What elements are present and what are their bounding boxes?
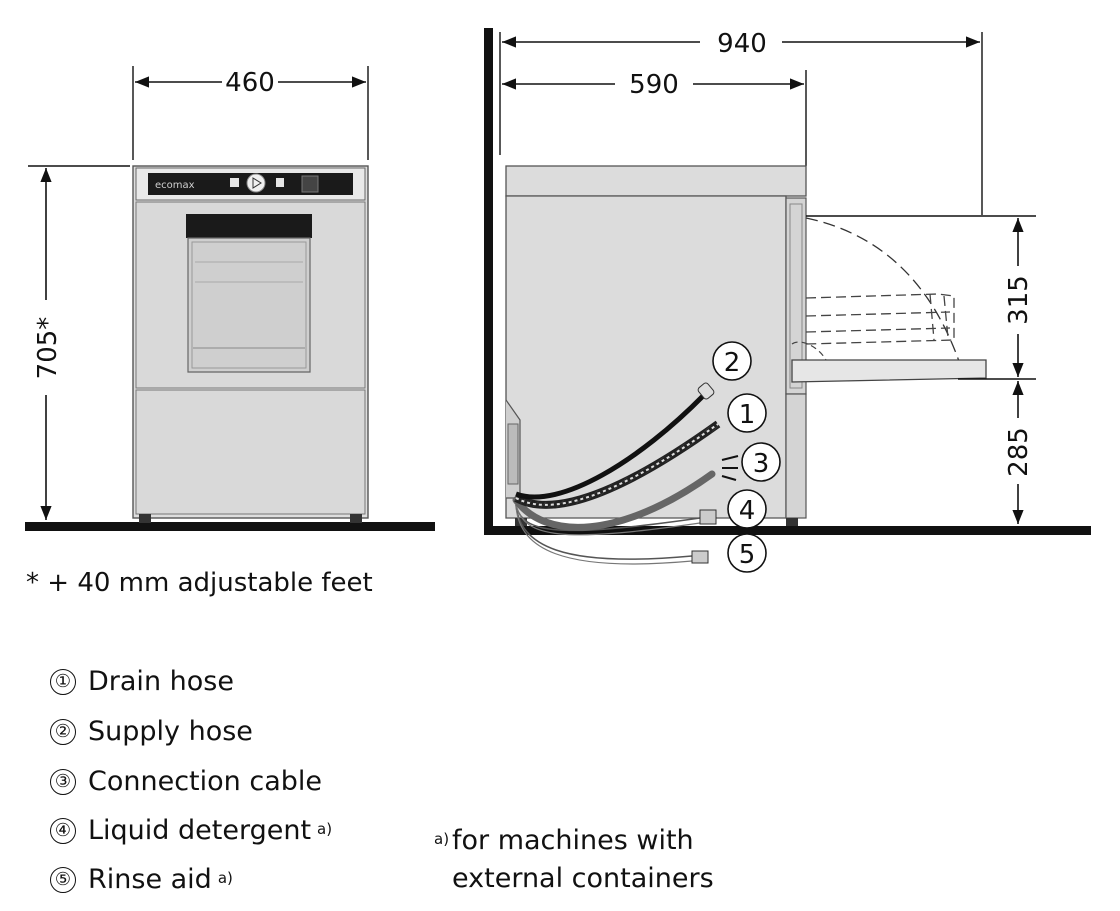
svg-text:5: 5 bbox=[739, 540, 756, 570]
feet-note: * + 40 mm adjustable feet bbox=[26, 568, 373, 598]
footnote-line-2: external containers bbox=[452, 863, 714, 894]
front-panel-button bbox=[230, 178, 239, 187]
side-top-cover bbox=[505, 165, 807, 197]
detergent-connector bbox=[699, 509, 717, 525]
front-view: 460 705* ecomax bbox=[25, 66, 435, 531]
side-view: 940 590 315 bbox=[484, 28, 1091, 573]
legend-number: ④ bbox=[50, 817, 76, 844]
side-floor-line bbox=[484, 526, 1091, 535]
legend-number: ③ bbox=[50, 768, 76, 795]
legend-label: Connection cable bbox=[88, 766, 322, 797]
side-depth-label: 590 bbox=[629, 70, 679, 100]
door-swing-arc bbox=[805, 217, 963, 371]
footnote-line-1: for machines with bbox=[452, 825, 694, 856]
legend-label: Liquid detergent bbox=[88, 815, 312, 846]
brand-logo: ecomax bbox=[155, 180, 195, 191]
footnote-marker: a) bbox=[434, 830, 450, 848]
legend-item-drain-hose: ① Drain hose bbox=[50, 666, 234, 697]
legend-item-connection-cable: ③ Connection cable bbox=[50, 766, 322, 797]
callout-1: 1 bbox=[727, 393, 767, 433]
svg-text:4: 4 bbox=[739, 496, 756, 526]
front-height-label: 705* bbox=[33, 317, 63, 380]
open-door-panel bbox=[791, 359, 987, 383]
front-width-label: 460 bbox=[225, 68, 275, 98]
legend-label: Drain hose bbox=[88, 666, 234, 697]
front-floor-line bbox=[25, 522, 435, 531]
door-height-label: 315 bbox=[1004, 275, 1034, 325]
legend-item-rinse-aid: ⑤ Rinse aid a) bbox=[50, 864, 233, 895]
callout-5: 5 bbox=[727, 533, 767, 573]
svg-text:2: 2 bbox=[724, 348, 741, 378]
front-start-button bbox=[246, 173, 266, 193]
legend-footnote-marker: a) bbox=[317, 819, 333, 838]
front-door-handle bbox=[186, 214, 312, 238]
front-door-window bbox=[187, 237, 311, 373]
svg-text:1: 1 bbox=[739, 400, 756, 430]
callout-3: 3 bbox=[741, 442, 781, 482]
legend-item-supply-hose: ② Supply hose bbox=[50, 716, 253, 747]
rinse-aid-hose bbox=[515, 504, 693, 560]
base-height-label: 285 bbox=[1004, 427, 1034, 477]
side-wall bbox=[484, 28, 493, 535]
callout-4: 4 bbox=[727, 489, 767, 529]
legend-number: ① bbox=[50, 668, 76, 695]
supply-hose bbox=[515, 393, 706, 500]
front-foot-right bbox=[350, 514, 362, 523]
legend-item-liquid-detergent: ④ Liquid detergent a) bbox=[50, 815, 332, 846]
connection-cable bbox=[512, 470, 716, 531]
legend-footnote-marker: a) bbox=[217, 868, 233, 887]
side-depth-total-label: 940 bbox=[717, 29, 767, 59]
svg-text:3: 3 bbox=[753, 449, 770, 479]
front-panel-display bbox=[301, 175, 319, 193]
legend-number: ② bbox=[50, 718, 76, 745]
callout-2: 2 bbox=[712, 341, 752, 381]
front-foot-left bbox=[139, 514, 151, 523]
legend-number: ⑤ bbox=[50, 866, 76, 893]
legend-label: Supply hose bbox=[88, 716, 253, 747]
front-lower-panel bbox=[135, 389, 366, 515]
rinse-aid-connector bbox=[691, 550, 709, 564]
legend-label: Rinse aid bbox=[88, 864, 212, 895]
open-door-rack bbox=[805, 293, 955, 345]
